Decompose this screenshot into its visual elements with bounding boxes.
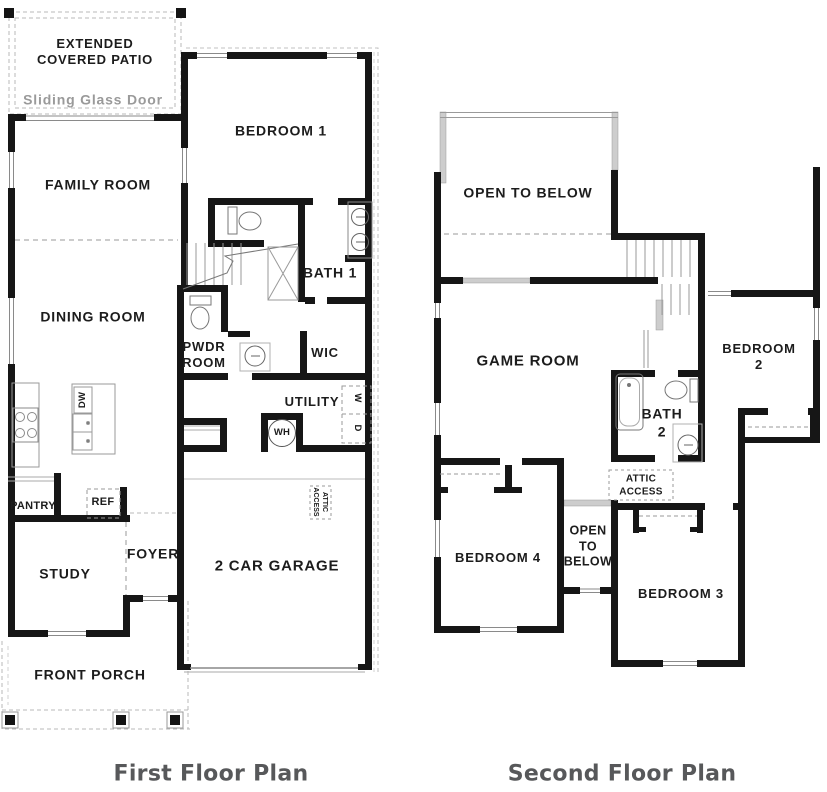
label-dishwasher: DW xyxy=(77,391,89,409)
label-open-to-below-small: OPEN TO BELOW xyxy=(563,523,613,569)
stairs-second-floor xyxy=(626,240,691,368)
label-washer: W xyxy=(351,393,363,403)
label-attic-access-second: ATTIC ACCESS xyxy=(619,473,663,498)
label-pwdr-room: PWDR ROOM xyxy=(182,338,226,370)
label-open-to-below-large: OPEN TO BELOW xyxy=(463,184,593,201)
porch-posts xyxy=(1,711,184,729)
second-floor-caption: Second Floor Plan xyxy=(507,761,737,787)
label-study: STUDY xyxy=(39,565,91,582)
patio-posts xyxy=(4,8,186,18)
label-dining-room: DINING ROOM xyxy=(40,308,146,325)
label-attic-access-first: ATTIC ACCESS xyxy=(312,487,329,517)
first-floor-lines xyxy=(8,239,365,673)
label-front-porch: FRONT PORCH xyxy=(34,666,146,683)
first-floor-windows xyxy=(9,53,357,636)
label-bedroom2: BEDROOM 2 xyxy=(722,340,796,372)
first-floor-walls xyxy=(8,52,372,670)
second-floor-walls xyxy=(434,167,820,667)
kitchen-counter xyxy=(11,382,40,468)
kitchen-island xyxy=(71,383,116,455)
fridge-box xyxy=(86,488,121,519)
label-bedroom4: BEDROOM 4 xyxy=(455,549,541,565)
label-foyer: FOYER xyxy=(126,545,180,562)
second-floor-hatched-walls xyxy=(439,111,664,507)
double-vanity-icon-bath1 xyxy=(347,201,373,259)
sink-icon-powder xyxy=(239,342,271,372)
label-pantry: PANTRY xyxy=(10,500,56,513)
label-patio: EXTENDED COVERED PATIO xyxy=(36,35,154,67)
sink-icon-bath2 xyxy=(672,423,703,463)
dishwasher-icon xyxy=(73,386,93,414)
stairs-first-floor xyxy=(182,243,299,290)
attic-access-box-first xyxy=(309,485,332,520)
label-bath2: BATH 2 xyxy=(641,405,683,440)
first-floor-plan xyxy=(1,8,379,730)
patio-outline xyxy=(8,11,379,672)
kitchen-sink-icon xyxy=(72,413,93,451)
toilet-icon-bath1 xyxy=(227,206,262,235)
label-bedroom1: BEDROOM 1 xyxy=(235,122,327,139)
label-sliding-glass-door: Sliding Glass Door xyxy=(23,91,163,108)
toilet-icon-bath2 xyxy=(664,378,699,403)
washer-dryer-box xyxy=(341,385,372,444)
label-family-room: FAMILY ROOM xyxy=(44,176,152,193)
attic-access-box-second xyxy=(608,469,674,501)
toilet-icon-powder xyxy=(189,295,212,330)
label-game-room: GAME ROOM xyxy=(476,352,580,370)
label-garage: 2 CAR GARAGE xyxy=(214,557,340,575)
label-bath1: BATH 1 xyxy=(302,264,358,281)
water-heater-icon xyxy=(268,419,296,447)
open-below-outline xyxy=(440,112,618,235)
closet-rods xyxy=(440,426,808,517)
first-floor-caption: First Floor Plan xyxy=(113,761,309,787)
label-wic: WIC xyxy=(311,344,339,360)
porch-outline xyxy=(1,601,190,730)
second-floor-plan xyxy=(434,111,820,667)
label-bedroom3: BEDROOM 3 xyxy=(638,585,724,601)
bathtub-icon xyxy=(615,373,644,431)
second-floor-windows xyxy=(435,291,819,666)
label-fridge: REF xyxy=(91,496,115,509)
shower-icon xyxy=(267,246,299,301)
label-water-heater: WH xyxy=(273,427,291,439)
stove-icon xyxy=(12,407,39,443)
label-utility: UTILITY xyxy=(284,393,340,409)
label-dryer: D xyxy=(351,424,363,432)
